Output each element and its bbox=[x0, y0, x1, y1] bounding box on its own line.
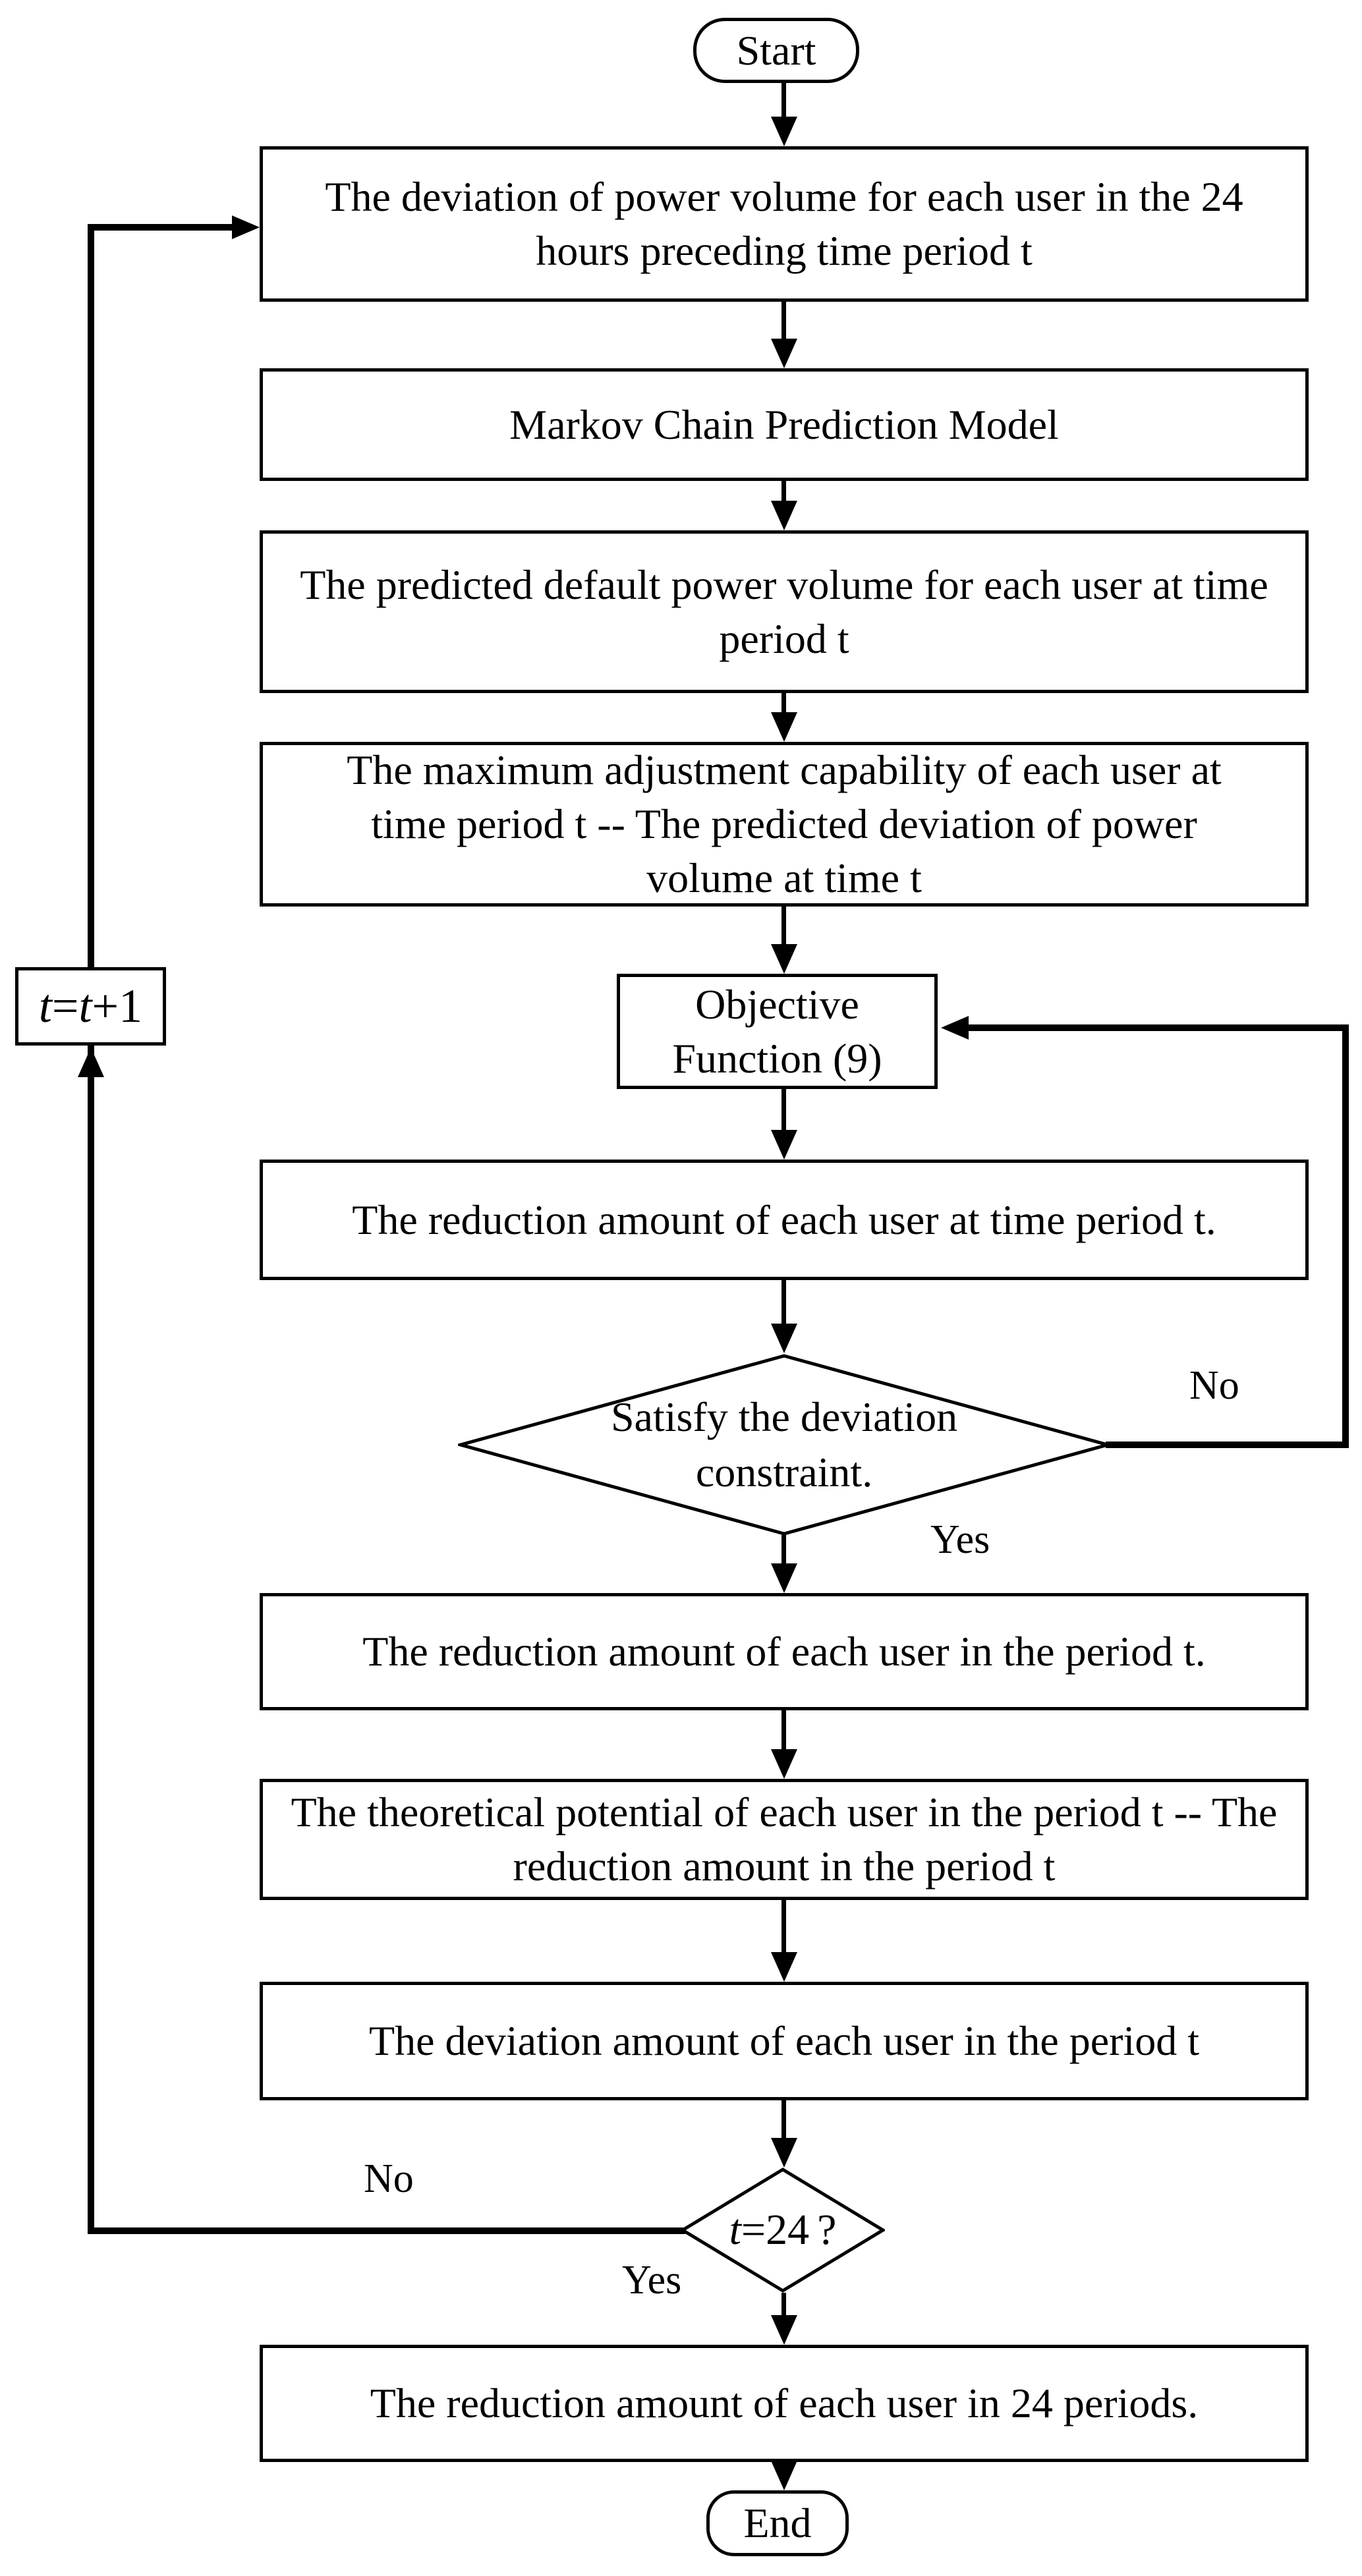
label-t24-no: No bbox=[364, 2156, 414, 2201]
loop-no-right-horizontal-top bbox=[966, 1024, 1349, 1031]
connector-box4-to-objective bbox=[781, 907, 786, 948]
decision-t24-qmark: ? bbox=[817, 2206, 837, 2254]
connector-box6-to-decision1 bbox=[781, 1280, 786, 1328]
arrowhead-box7 bbox=[771, 1563, 797, 1593]
connector-box8-to-box9 bbox=[781, 1900, 786, 1956]
process-predicted-default: The predicted default power volume for e… bbox=[260, 530, 1309, 693]
connector-box2-to-box3 bbox=[781, 481, 786, 505]
loop-no-left-horizontal-bottom bbox=[88, 2227, 685, 2234]
decision-t24-text: t=24? bbox=[681, 2168, 885, 2293]
increment-t-eq: = bbox=[51, 980, 79, 1033]
increment-t-var1: t bbox=[38, 980, 52, 1033]
connector-objective-to-box6 bbox=[781, 1089, 786, 1134]
decision-constraint: Satisfy the deviation constraint. bbox=[458, 1353, 1110, 1536]
process-theoretical-potential: The theoretical potential of each user i… bbox=[260, 1779, 1309, 1900]
process-deviation-history: The deviation of power volume for each u… bbox=[260, 146, 1309, 302]
label-constraint-no: No bbox=[1189, 1363, 1239, 1408]
process-predicted-default-label: The predicted default power volume for e… bbox=[300, 561, 1268, 662]
process-max-adjustment-label: The maximum adjustment capability of eac… bbox=[347, 746, 1222, 901]
decision-t24-value: =24 bbox=[741, 2206, 810, 2254]
connector-box1-to-box2 bbox=[781, 302, 786, 343]
process-reduction-in-t: The reduction amount of each user in the… bbox=[260, 1593, 1309, 1710]
arrowhead-box4 bbox=[771, 712, 797, 742]
process-markov-model-label: Markov Chain Prediction Model bbox=[509, 401, 1059, 448]
loop-no-left-vertical-upper bbox=[88, 224, 94, 967]
connector-box3-to-box4 bbox=[781, 693, 786, 716]
connector-decision1-to-box7 bbox=[781, 1535, 786, 1567]
end-terminator: End bbox=[706, 2490, 849, 2556]
arrowhead-box6 bbox=[771, 1130, 797, 1160]
start-label: Start bbox=[736, 26, 816, 74]
process-reduction-at-t: The reduction amount of each user at tim… bbox=[260, 1160, 1309, 1280]
arrowhead-box1-return bbox=[232, 215, 260, 239]
start-terminator: Start bbox=[693, 18, 859, 83]
arrowhead-decision1 bbox=[771, 1324, 797, 1353]
decision-t24-shape bbox=[681, 2168, 885, 2293]
connector-decision2-to-box10 bbox=[781, 2293, 786, 2319]
decision-t24: t=24? bbox=[681, 2168, 885, 2293]
arrowhead-box1 bbox=[771, 117, 797, 146]
process-reduction-24-periods: The reduction amount of each user in 24 … bbox=[260, 2345, 1309, 2462]
process-reduction-at-t-label: The reduction amount of each user at tim… bbox=[352, 1196, 1216, 1243]
decision-constraint-line1: Satisfy the deviation bbox=[610, 1393, 958, 1440]
process-max-adjustment: The maximum adjustment capability of eac… bbox=[260, 742, 1309, 907]
process-theoretical-potential-label: The theoretical potential of each user i… bbox=[291, 1789, 1278, 1890]
increment-t-var2: t bbox=[78, 980, 92, 1033]
arrowhead-box8 bbox=[771, 1749, 797, 1779]
decision-t24-var: t bbox=[729, 2206, 741, 2254]
connector-box9-to-decision2 bbox=[781, 2100, 786, 2142]
process-objective-function: Objective Function (9) bbox=[617, 974, 938, 1089]
process-increment-t: t=t+1 bbox=[15, 967, 166, 1046]
connector-box7-to-box8 bbox=[781, 1710, 786, 1753]
process-reduction-in-t-label: The reduction amount of each user in the… bbox=[362, 1628, 1206, 1675]
objective-line1: Objective bbox=[695, 980, 859, 1028]
loop-no-right-horizontal-bottom bbox=[1106, 1442, 1349, 1448]
increment-t-inc: +1 bbox=[92, 980, 143, 1033]
connector-start-to-box1 bbox=[781, 83, 786, 120]
arrowhead-box9 bbox=[771, 1952, 797, 1982]
arrowhead-box10 bbox=[771, 2315, 797, 2345]
arrowhead-increment-t bbox=[78, 1048, 104, 1077]
loop-no-right-vertical bbox=[1342, 1024, 1349, 1448]
process-deviation-in-t: The deviation amount of each user in the… bbox=[260, 1982, 1309, 2100]
process-markov-model: Markov Chain Prediction Model bbox=[260, 368, 1309, 481]
process-deviation-history-label: The deviation of power volume for each u… bbox=[325, 173, 1243, 274]
arrowhead-objective bbox=[771, 944, 797, 974]
loop-no-left-vertical-lower bbox=[88, 1046, 94, 2234]
arrowhead-box3 bbox=[771, 501, 797, 530]
arrowhead-objective-return bbox=[941, 1016, 969, 1040]
decision-constraint-shape bbox=[458, 1354, 1110, 1536]
objective-line2: Function (9) bbox=[672, 1034, 882, 1082]
process-deviation-in-t-label: The deviation amount of each user in the… bbox=[368, 2017, 1200, 2065]
label-t24-yes: Yes bbox=[622, 2258, 682, 2303]
label-constraint-yes: Yes bbox=[930, 1517, 990, 1562]
end-label: End bbox=[743, 2500, 812, 2547]
arrowhead-end bbox=[771, 2461, 797, 2490]
decision-constraint-text: Satisfy the deviation constraint. bbox=[458, 1353, 1110, 1536]
arrowhead-decision2 bbox=[771, 2138, 797, 2168]
arrowhead-box2 bbox=[771, 339, 797, 368]
loop-no-left-horizontal-top bbox=[88, 224, 235, 231]
process-reduction-24-periods-label: The reduction amount of each user in 24 … bbox=[370, 2380, 1199, 2427]
decision-constraint-line2: constraint. bbox=[695, 1449, 873, 1496]
